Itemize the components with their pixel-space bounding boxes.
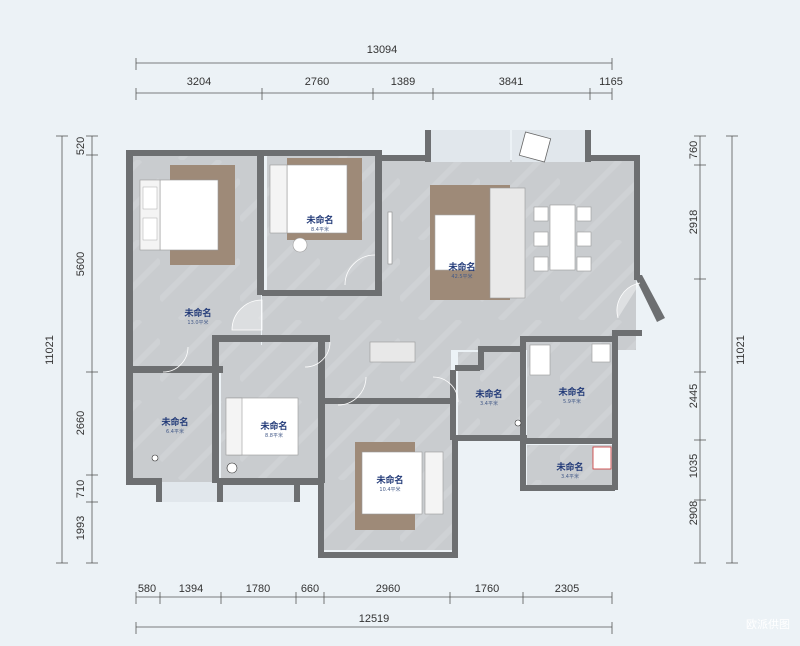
bed-fourth bbox=[355, 442, 444, 530]
left-seg-label: 710 bbox=[75, 480, 87, 498]
bottom-seg-label: 660 bbox=[301, 583, 319, 595]
top-seg-label: 1165 bbox=[599, 76, 623, 88]
svg-text:未命名: 未命名 bbox=[447, 261, 475, 273]
bottom-seg-label: 580 bbox=[138, 583, 156, 595]
bed-second bbox=[269, 158, 362, 253]
svg-text:未命名: 未命名 bbox=[557, 386, 585, 398]
svg-text:未命名: 未命名 bbox=[305, 214, 333, 226]
svg-text:5.9平米: 5.9平米 bbox=[563, 398, 581, 405]
right-seg-label: 2908 bbox=[688, 501, 700, 525]
top-total-label: 13094 bbox=[367, 44, 398, 56]
room-label: 未命名 6.4平米 bbox=[160, 416, 188, 435]
bottom-seg-label: 1394 bbox=[179, 583, 203, 595]
floor-drain-icon bbox=[514, 419, 522, 427]
svg-text:3.4平米: 3.4平米 bbox=[561, 473, 579, 480]
room-label: 未命名 3.4平米 bbox=[555, 461, 583, 480]
left-seg-label: 5600 bbox=[75, 252, 87, 276]
svg-text:未命名: 未命名 bbox=[474, 388, 502, 400]
left-seg-label: 2660 bbox=[75, 411, 87, 435]
svg-text:8.8平米: 8.8平米 bbox=[265, 432, 283, 439]
left-seg-label: 1993 bbox=[75, 516, 87, 540]
right-seg-label: 2445 bbox=[688, 384, 700, 408]
svg-text:13.0平米: 13.0平米 bbox=[187, 319, 208, 326]
room-label: 未命名 10.4平米 bbox=[375, 474, 403, 493]
top-seg-label: 3204 bbox=[187, 76, 211, 88]
door-swings bbox=[162, 254, 641, 406]
svg-text:42.5平米: 42.5平米 bbox=[451, 273, 472, 280]
floor-drain-icon bbox=[151, 454, 159, 462]
svg-text:3.4平米: 3.4平米 bbox=[480, 400, 498, 407]
hall-table bbox=[369, 341, 416, 363]
bed-master bbox=[139, 165, 235, 265]
top-seg-label: 3841 bbox=[499, 76, 523, 88]
dining-table bbox=[533, 204, 592, 272]
right-seg-label: 1035 bbox=[688, 454, 700, 478]
room-label: 未命名 3.4平米 bbox=[474, 388, 502, 407]
room-label: 未命名 42.5平米 bbox=[447, 261, 475, 280]
right-seg-label: 2918 bbox=[688, 210, 700, 234]
right-seg-label: 760 bbox=[688, 141, 700, 159]
right-total-label: 11021 bbox=[735, 335, 747, 365]
room-label: 未命名 8.8平米 bbox=[259, 420, 287, 439]
left-total-label: 11021 bbox=[44, 335, 56, 365]
svg-text:未命名: 未命名 bbox=[183, 307, 211, 319]
kitchen-counter bbox=[529, 344, 551, 376]
bottom-total-label: 12519 bbox=[359, 613, 390, 625]
svg-text:6.4平米: 6.4平米 bbox=[166, 428, 184, 435]
walls bbox=[126, 130, 665, 558]
bottom-seg-label: 2305 bbox=[555, 583, 579, 595]
room-label: 未命名 8.4平米 bbox=[305, 214, 333, 233]
left-seg-label: 520 bbox=[75, 137, 87, 155]
bottom-dimensions bbox=[135, 592, 613, 634]
watermark: 欧派供图 bbox=[746, 617, 790, 631]
svg-text:未命名: 未命名 bbox=[555, 461, 583, 473]
svg-text:8.4平米: 8.4平米 bbox=[311, 226, 329, 233]
kitchen-sink bbox=[591, 343, 611, 363]
top-seg-label: 2760 bbox=[305, 76, 329, 88]
room-label: 未命名 5.9平米 bbox=[557, 386, 585, 405]
top-seg-label: 1389 bbox=[391, 76, 415, 88]
top-dimensions bbox=[135, 58, 613, 100]
balcony-chair bbox=[518, 131, 552, 163]
svg-text:10.4平米: 10.4平米 bbox=[379, 486, 400, 493]
room-label: 未命名 13.0平米 bbox=[183, 307, 211, 326]
washing-machine-icon bbox=[592, 446, 612, 470]
left-dimensions bbox=[56, 135, 98, 564]
bottom-seg-label: 1780 bbox=[246, 583, 270, 595]
floor-drain-icon bbox=[226, 462, 238, 474]
bottom-seg-label: 2960 bbox=[376, 583, 400, 595]
right-dimensions bbox=[694, 135, 738, 564]
bottom-seg-label: 1760 bbox=[475, 583, 499, 595]
svg-text:未命名: 未命名 bbox=[259, 420, 287, 432]
living-sofa-rug bbox=[387, 185, 526, 300]
bed-third bbox=[225, 397, 299, 456]
svg-text:未命名: 未命名 bbox=[160, 416, 188, 428]
svg-text:未命名: 未命名 bbox=[375, 474, 403, 486]
